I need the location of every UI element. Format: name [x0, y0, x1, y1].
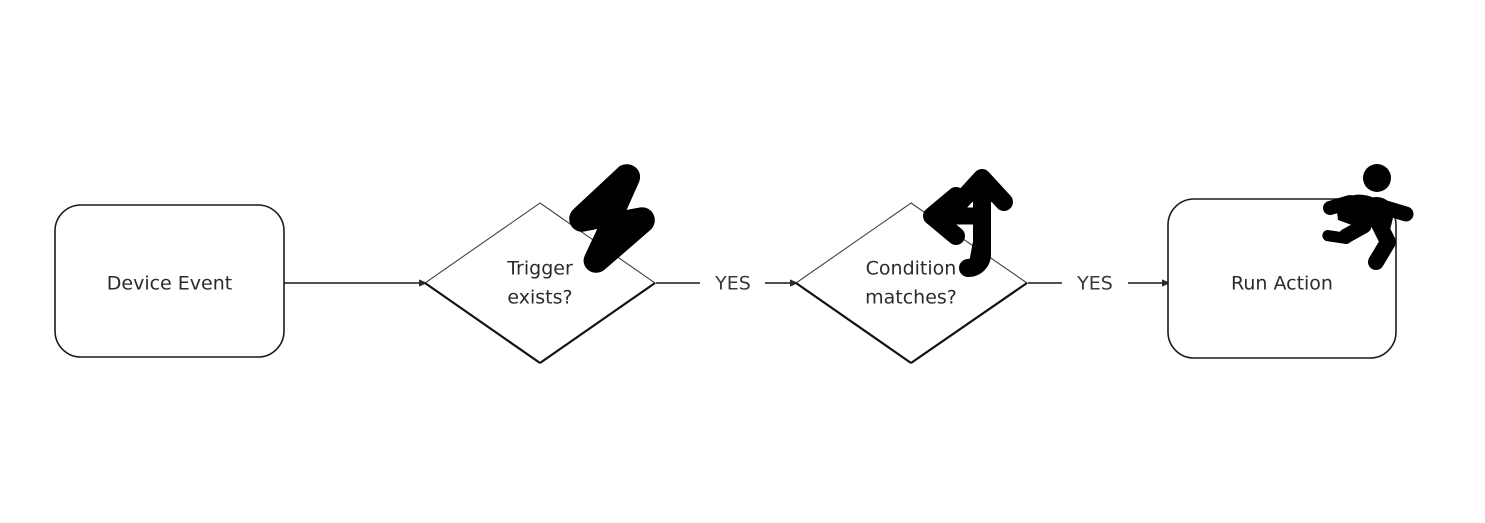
condition-matches-label-line1: Condition	[866, 258, 957, 280]
run-action-label: Run Action	[1231, 273, 1333, 295]
running-person-leg-front	[1368, 214, 1396, 270]
condition-matches-shape[interactable]	[795, 202, 1028, 364]
edge-label-yes-1: YES	[714, 273, 751, 295]
running-person-foot-back	[1322, 230, 1352, 244]
node-condition-matches[interactable]: Condition matches?	[795, 202, 1028, 364]
node-device-event[interactable]: Device Event	[54, 204, 285, 358]
edge-label-yes-2: YES	[1076, 273, 1113, 295]
edge-condition-to-action: YES	[1028, 273, 1171, 295]
running-person-head	[1363, 164, 1391, 192]
edge-trigger-to-condition: YES	[656, 273, 799, 295]
trigger-exists-label-line1: Trigger	[506, 258, 573, 280]
trigger-shape-edge-br	[539, 282, 656, 364]
running-person-icon	[1322, 164, 1414, 270]
device-event-shape[interactable]	[54, 204, 285, 358]
trigger-shape-edge-bl	[424, 282, 541, 364]
lightning-bolt-icon	[569, 164, 655, 273]
running-person-arm-front	[1378, 200, 1414, 222]
running-person-arm-back	[1323, 195, 1357, 215]
condition-shape-edge-bl	[795, 282, 912, 364]
trigger-exists-label-line2: exists?	[507, 287, 572, 309]
condition-shape-edge-br	[910, 282, 1028, 364]
branch-arrow-icon	[923, 169, 1013, 277]
condition-matches-label-line2: matches?	[865, 287, 957, 309]
device-event-label: Device Event	[107, 273, 232, 295]
